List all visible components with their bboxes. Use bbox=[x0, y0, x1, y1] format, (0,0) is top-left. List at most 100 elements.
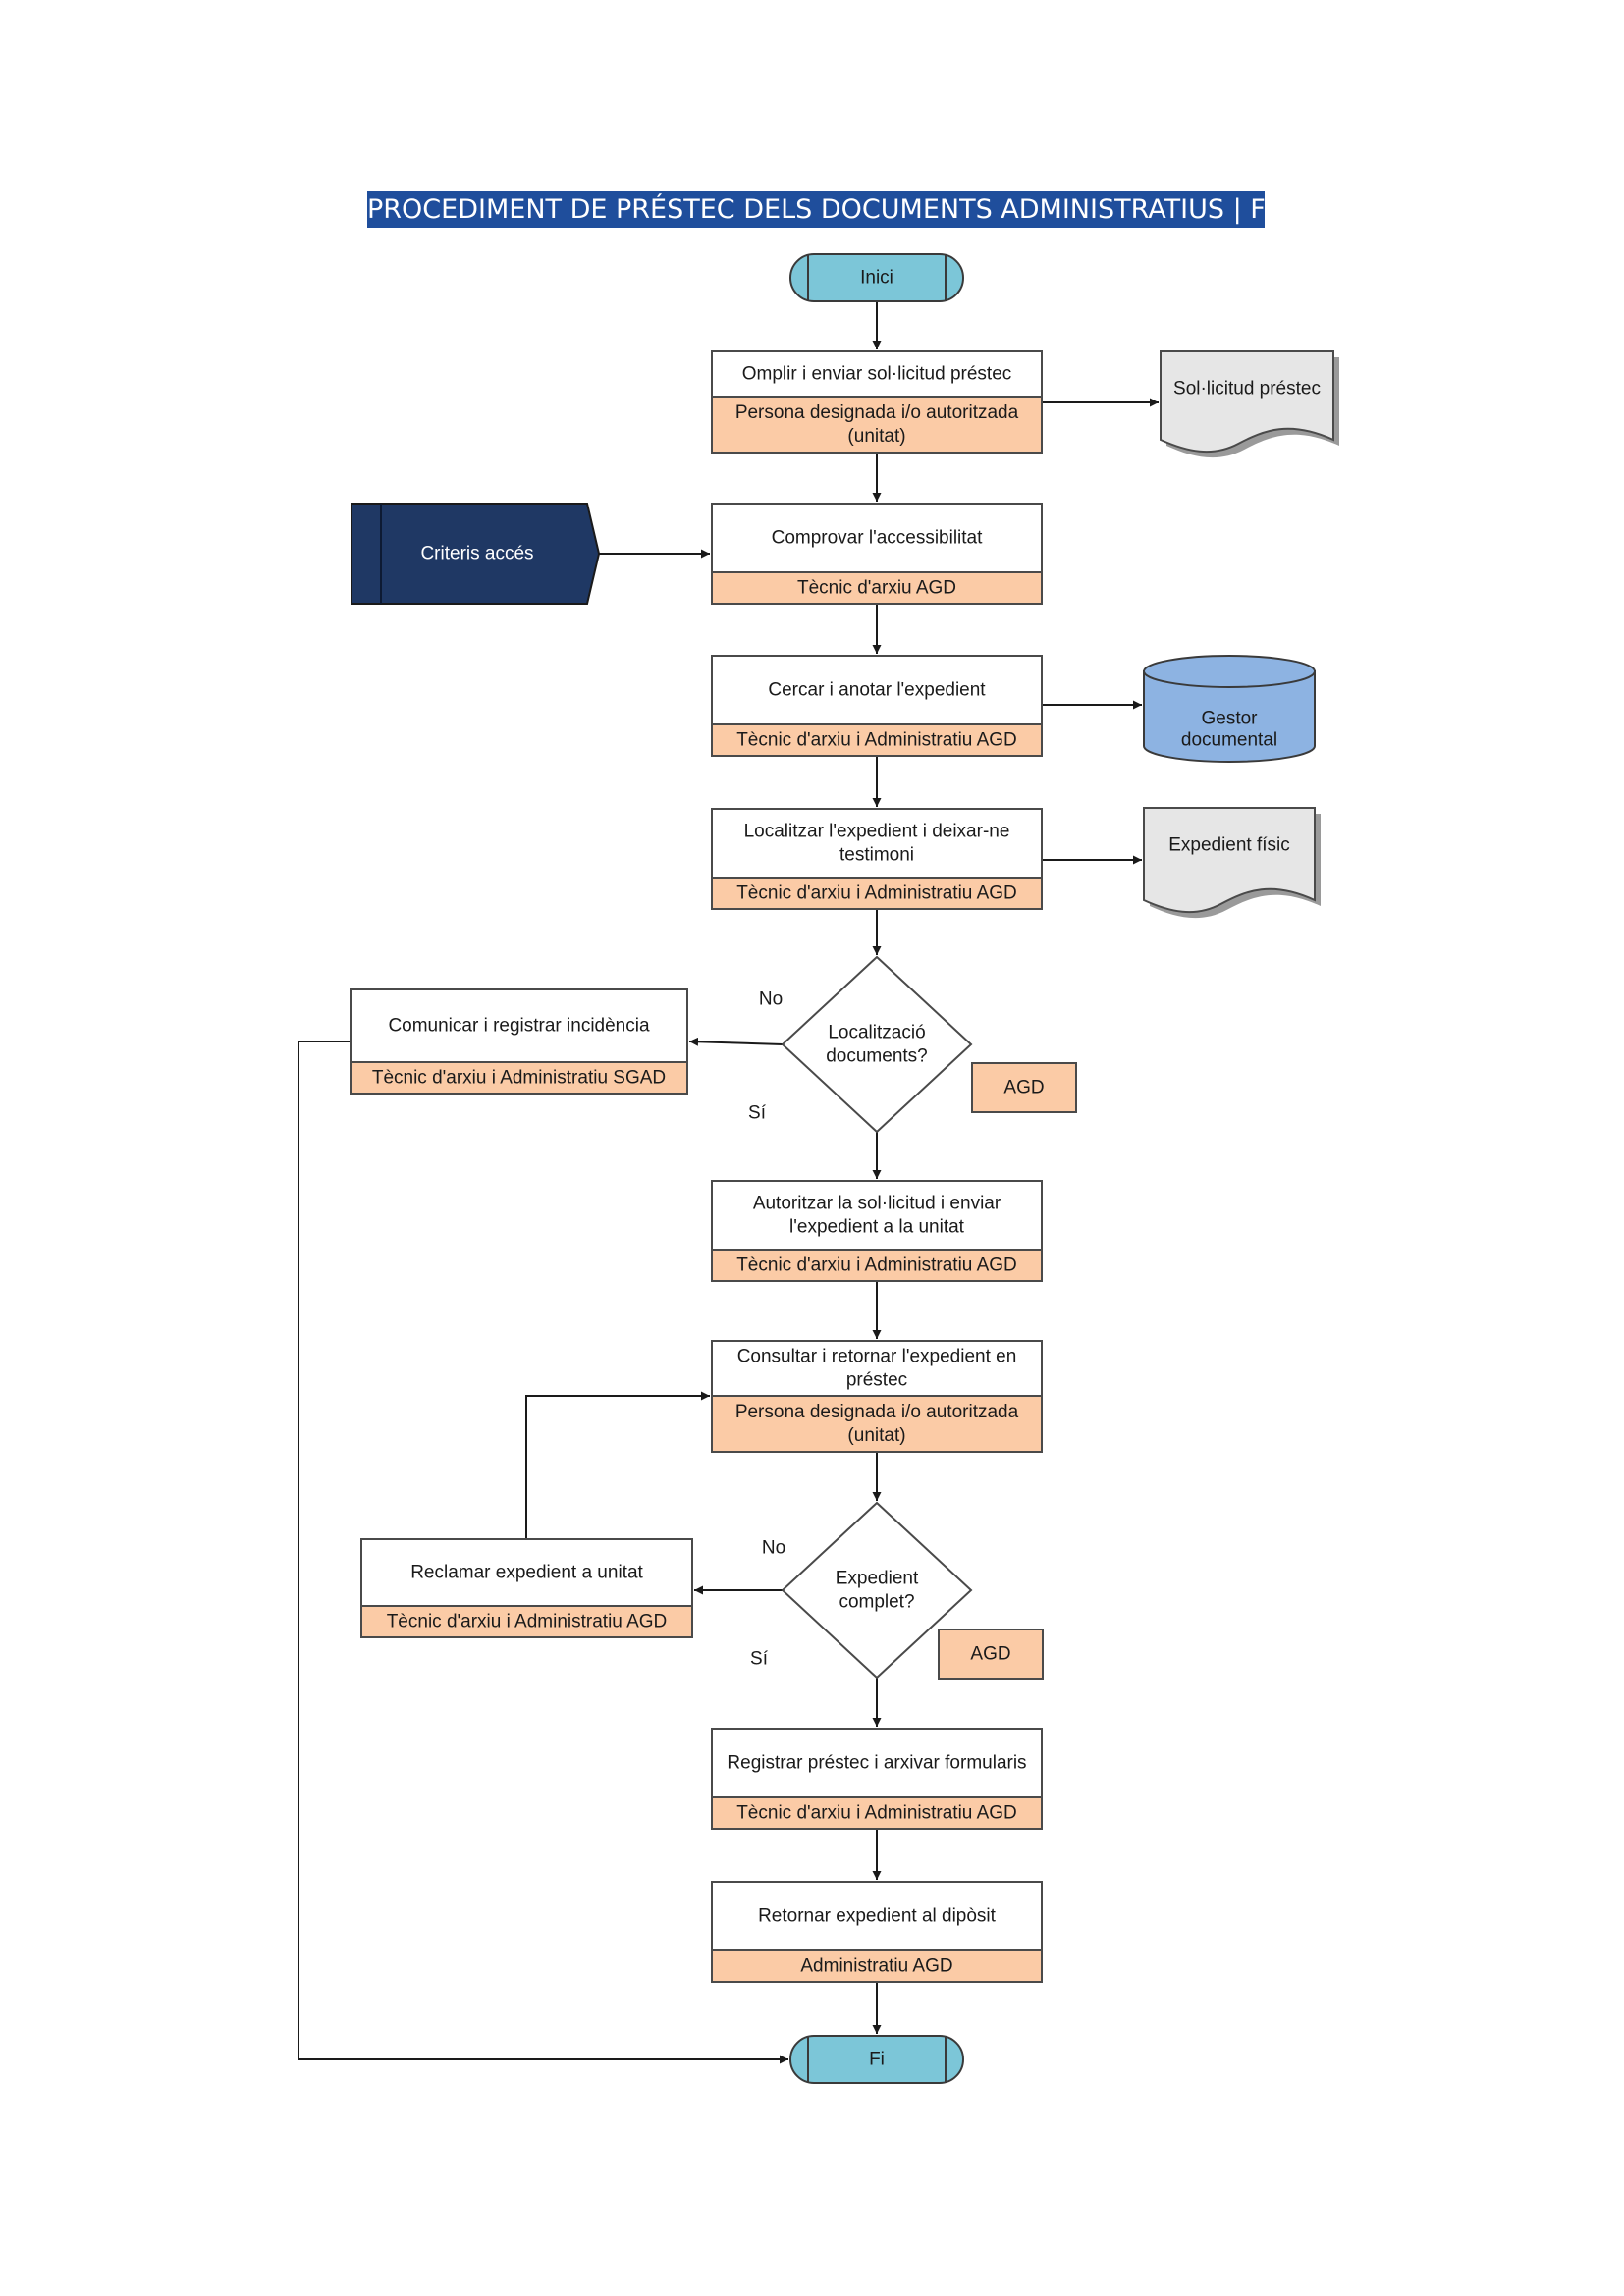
decision-expedient-complet-no-label: No bbox=[762, 1538, 785, 1559]
decision-localitzacio-diamond bbox=[781, 955, 973, 1134]
step-autoritzar-sollicitud-role: Tècnic d'arxiu i Administratiu AGD bbox=[736, 1255, 1017, 1276]
step-consultar-retornar-role-box bbox=[711, 1395, 1043, 1453]
decision-expedient-complet-yes-label: Sí bbox=[750, 1649, 769, 1670]
decision-localitzacio-yes-label: Sí bbox=[748, 1103, 767, 1124]
database-gestor-documental-body bbox=[1143, 670, 1316, 763]
step-reclamar-expedient-activity: Reclamar expedient a unitat bbox=[410, 1563, 643, 1583]
step-omplir-sollicitud-role: (unitat) bbox=[847, 426, 905, 447]
step-cercar-anotar-role: Tècnic d'arxiu i Administratiu AGD bbox=[736, 730, 1017, 751]
document-expedient-fisic-label: Expedient físic bbox=[1168, 835, 1290, 856]
document-sollicitud-prestec-label: Sol·licitud préstec bbox=[1173, 379, 1321, 400]
step-retornar-diposit-role: Administratiu AGD bbox=[800, 1956, 952, 1977]
step-registrar-prestec: Registrar préstec i arxivar formularisTè… bbox=[711, 1728, 1043, 1830]
step-autoritzar-sollicitud-activity-box bbox=[711, 1180, 1043, 1251]
step-localitzar-expedient-activity: Localitzar l'expedient i deixar-ne bbox=[744, 822, 1010, 842]
decision-expedient-complet: Expedient complet? bbox=[781, 1501, 973, 1680]
step-retornar-diposit-activity: Retornar expedient al dipòsit bbox=[758, 1906, 997, 1927]
start-terminator: Inici bbox=[789, 253, 964, 302]
decision-expedient-complet-question: complet? bbox=[839, 1592, 914, 1613]
step-comunicar-incidencia-role: Tècnic d'arxiu i Administratiu SGAD bbox=[372, 1068, 666, 1089]
step-cercar-anotar-activity: Cercar i anotar l'expedient bbox=[768, 680, 986, 701]
decision-localitzacio-question: Localització bbox=[828, 1023, 925, 1043]
document-expedient-fisic: Expedient físic bbox=[1143, 807, 1321, 919]
step-autoritzar-sollicitud: Autoritzar la sol·licitud i enviar l'expe… bbox=[711, 1180, 1043, 1282]
step-comprovar-accessibilitat-role: Tècnic d'arxiu AGD bbox=[797, 578, 956, 599]
decision-expedient-complet-owner: AGD bbox=[938, 1629, 1044, 1680]
document-sollicitud-prestec: Sol·licitud préstec bbox=[1160, 350, 1339, 458]
step-comunicar-incidencia-activity: Comunicar i registrar incidència bbox=[388, 1016, 650, 1037]
step-registrar-prestec-activity-box bbox=[711, 1728, 1043, 1798]
step-consultar-retornar-role: (unitat) bbox=[847, 1425, 905, 1446]
step-omplir-sollicitud-role: Persona designada i/o autoritzada bbox=[735, 402, 1019, 423]
step-consultar-retornar-activity: Consultar i retornar l'expedient en bbox=[737, 1347, 1017, 1367]
step-comprovar-accessibilitat-activity-box bbox=[711, 503, 1043, 573]
decision-localitzacio-no-label: No bbox=[759, 989, 783, 1010]
step-localitzar-expedient-role: Tècnic d'arxiu i Administratiu AGD bbox=[736, 883, 1017, 904]
step-consultar-retornar-activity: préstec bbox=[846, 1370, 907, 1391]
arrow-comunicar-to-fi bbox=[298, 1041, 788, 2064]
step-omplir-sollicitud-activity-box bbox=[711, 350, 1043, 398]
decision-expedient-complet-diamond bbox=[781, 1501, 973, 1680]
decision-expedient-complet-owner-box bbox=[938, 1629, 1044, 1680]
step-localitzar-expedient-activity: testimoni bbox=[839, 845, 914, 866]
step-localitzar-expedient-role-box bbox=[711, 877, 1043, 910]
input-criteris-acces-label: Criteris accés bbox=[420, 544, 533, 564]
decision-localitzacio-owner-label: AGD bbox=[1003, 1078, 1044, 1098]
step-reclamar-expedient-role-box bbox=[360, 1605, 693, 1638]
step-registrar-prestec-role-box bbox=[711, 1796, 1043, 1830]
step-reclamar-expedient-role: Tècnic d'arxiu i Administratiu AGD bbox=[387, 1612, 668, 1632]
start-terminator-label: Inici bbox=[860, 268, 893, 289]
database-gestor-documental-top bbox=[1143, 655, 1316, 688]
step-omplir-sollicitud-role-box bbox=[711, 396, 1043, 454]
end-terminator: Fi bbox=[789, 2035, 964, 2084]
step-autoritzar-sollicitud-activity: Autoritzar la sol·licitud i enviar bbox=[753, 1194, 1001, 1214]
step-registrar-prestec-role: Tècnic d'arxiu i Administratiu AGD bbox=[736, 1803, 1017, 1824]
arrow-decisio-no-to-comunicar bbox=[688, 1037, 784, 1046]
step-consultar-retornar-activity-box bbox=[711, 1340, 1043, 1397]
step-comunicar-incidencia-activity-box bbox=[350, 988, 688, 1063]
page-title: PROCEDIMENT DE PRÉSTEC DELS DOCUMENTS AD… bbox=[367, 191, 1317, 228]
end-terminator-label: Fi bbox=[869, 2050, 885, 2070]
decision-localitzacio: Localització documents? bbox=[781, 955, 973, 1134]
step-cercar-anotar-role-box bbox=[711, 723, 1043, 757]
step-retornar-diposit: Retornar expedient al dipòsitAdministrat… bbox=[711, 1881, 1043, 1983]
decision-expedient-complet-question: Expedient bbox=[836, 1569, 919, 1589]
step-localitzar-expedient: Localitzar l'expedient i deixar-ne testim… bbox=[711, 808, 1043, 910]
end-terminator-shape bbox=[789, 2035, 964, 2084]
decision-localitzacio-question: documents? bbox=[826, 1046, 928, 1067]
document-expedient-fisic-shape bbox=[1143, 807, 1316, 914]
step-retornar-diposit-activity-box bbox=[711, 1881, 1043, 1951]
step-consultar-retornar-role: Persona designada i/o autoritzada bbox=[735, 1402, 1019, 1422]
input-criteris-acces-shape bbox=[351, 503, 601, 605]
step-autoritzar-sollicitud-activity: l'expedient a la unitat bbox=[789, 1217, 965, 1238]
database-gestor-documental-label: documental bbox=[1181, 730, 1277, 751]
connectors bbox=[298, 301, 1159, 2064]
step-comunicar-incidencia-role-box bbox=[350, 1061, 688, 1095]
step-retornar-diposit-role-box bbox=[711, 1949, 1043, 1983]
step-localitzar-expedient-activity-box bbox=[711, 808, 1043, 879]
step-cercar-anotar-activity-box bbox=[711, 655, 1043, 725]
input-criteris-acces: Criteris accés bbox=[351, 503, 601, 605]
step-comprovar-accessibilitat-role-box bbox=[711, 571, 1043, 605]
database-gestor-documental-label: Gestor bbox=[1201, 709, 1258, 729]
step-omplir-sollicitud: Omplir i enviar sol·licitud préstecPerso… bbox=[711, 350, 1043, 454]
document-sollicitud-prestec-shape bbox=[1160, 350, 1334, 454]
start-terminator-shape bbox=[789, 253, 964, 302]
step-autoritzar-sollicitud-role-box bbox=[711, 1249, 1043, 1282]
decision-localitzacio-owner-box bbox=[971, 1062, 1077, 1113]
decision-localitzacio-owner: AGD bbox=[971, 1062, 1077, 1113]
arrow-reclamar-to-consultar bbox=[525, 1391, 710, 1539]
step-reclamar-expedient-activity-box bbox=[360, 1538, 693, 1607]
decision-expedient-complet-owner-label: AGD bbox=[970, 1644, 1010, 1665]
step-registrar-prestec-activity: Registrar préstec i arxivar formularis bbox=[727, 1753, 1026, 1774]
step-consultar-retornar: Consultar i retornar l'expedient en prést… bbox=[711, 1340, 1043, 1453]
step-comprovar-accessibilitat-activity: Comprovar l'accessibilitat bbox=[772, 528, 984, 549]
step-omplir-sollicitud-activity: Omplir i enviar sol·licitud préstec bbox=[742, 364, 1012, 385]
